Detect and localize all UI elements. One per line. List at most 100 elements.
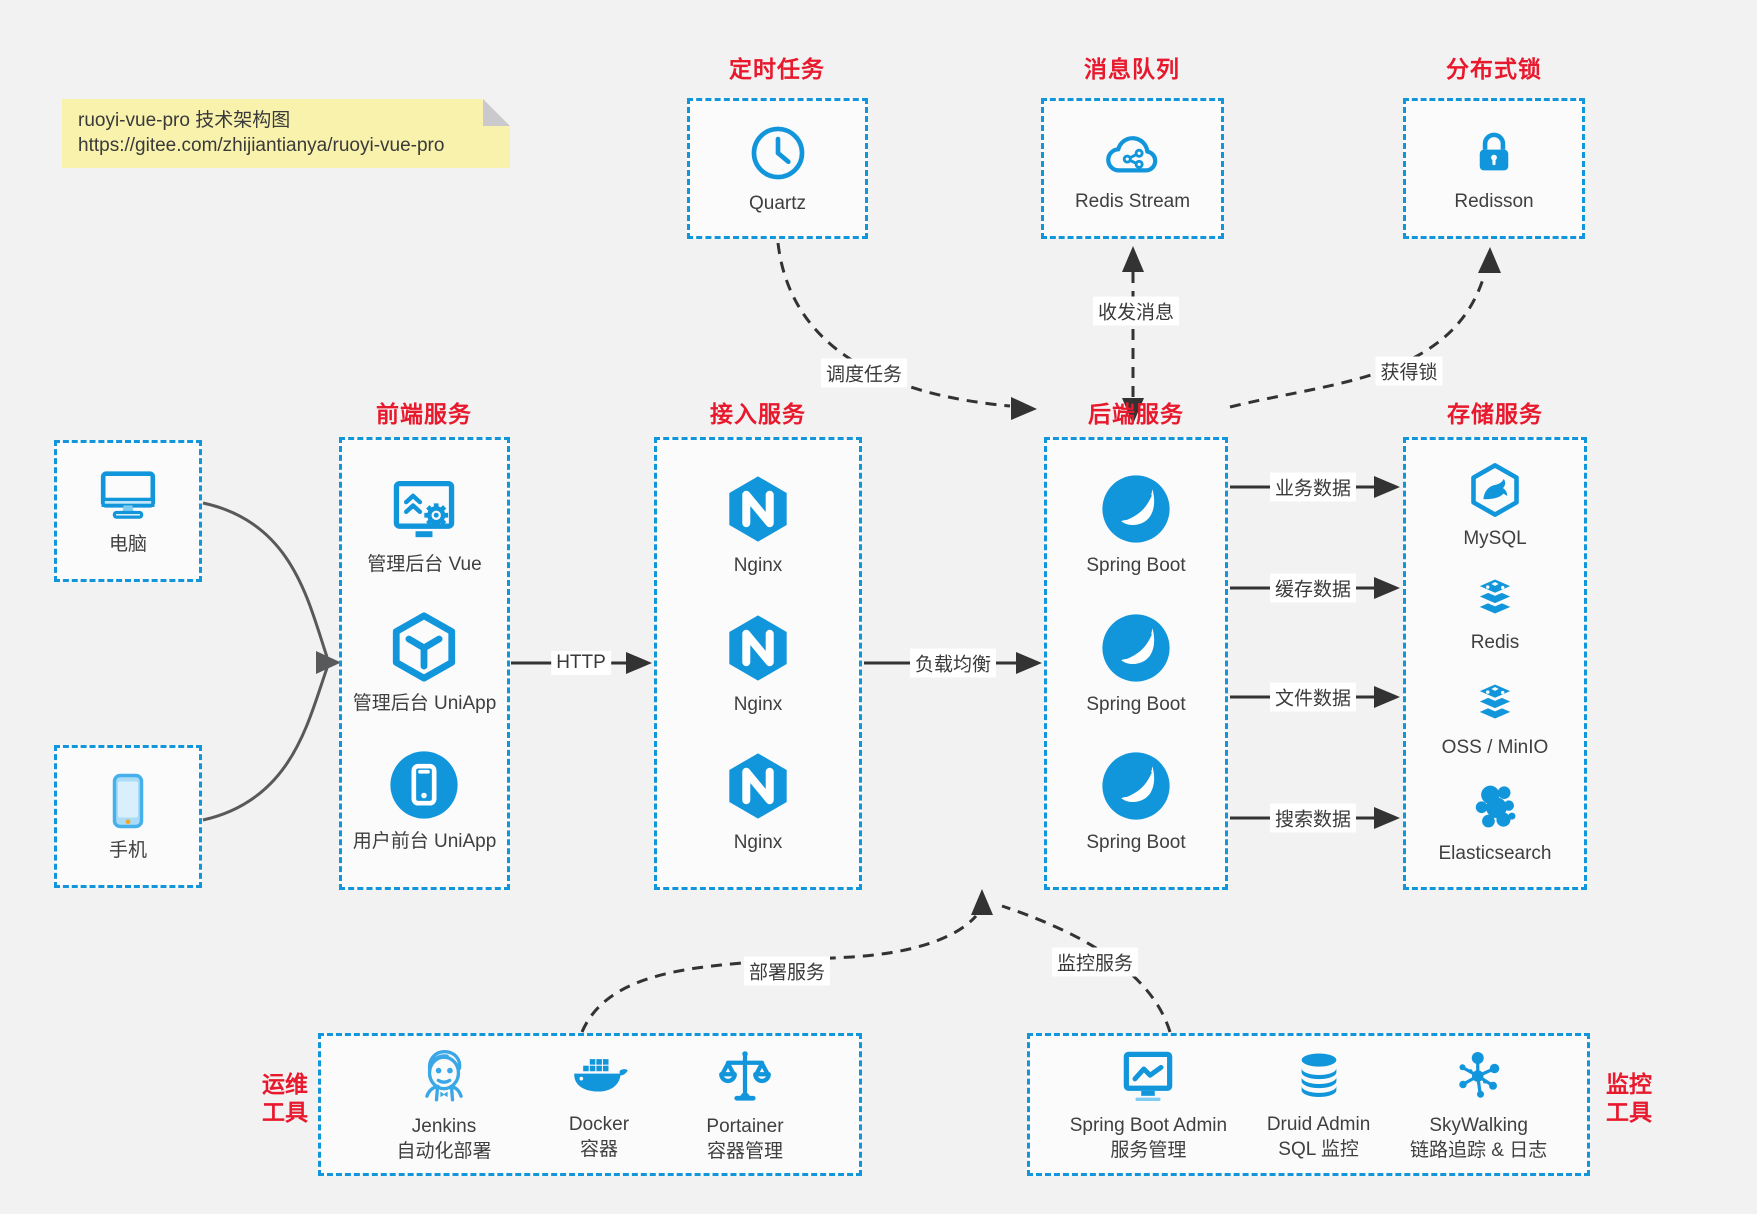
cluster-title-scheduled: 定时任务 xyxy=(729,56,825,82)
jenkins-icon xyxy=(413,1045,475,1107)
node-label: Nginx xyxy=(733,555,783,577)
cluster-title-mq: 消息队列 xyxy=(1084,56,1180,82)
uniapp-cube-icon xyxy=(387,610,461,684)
cluster-title-storage: 存储服务 xyxy=(1447,401,1543,427)
node-docker: Docker 容器 xyxy=(567,1047,631,1162)
sticky-note: ruoyi-vue-pro 技术架构图 https://gitee.com/zh… xyxy=(62,99,510,168)
node-label: Nginx xyxy=(733,693,783,715)
lock-icon xyxy=(1465,124,1523,182)
node-user-uniapp: 用户前台 UniApp xyxy=(352,748,497,854)
node-springboot-admin: Spring Boot Admin 服务管理 xyxy=(1070,1046,1227,1163)
node-springboot-1: Spring Boot xyxy=(1086,472,1186,578)
node-label: SkyWalking xyxy=(1429,1115,1528,1136)
edge-label-business-data: 业务数据 xyxy=(1269,472,1357,502)
spring-boot-icon xyxy=(1099,611,1173,685)
node-sublabel: 服务管理 xyxy=(1110,1140,1187,1161)
desktop-icon xyxy=(95,465,161,525)
node-sublabel: 自动化部署 xyxy=(396,1141,492,1162)
cluster-frontend: 管理后台 Vue 管理后台 UniApp 用户前台 UniApp xyxy=(339,437,510,890)
cluster-title-frontend: 前端服务 xyxy=(376,401,472,427)
cluster-title-monitoring: 监控 工具 xyxy=(1606,1071,1652,1125)
arrowhead-search-data xyxy=(1374,807,1400,829)
cluster-ops: Jenkins 自动化部署 Docker 容器 Portainer 容器管理 xyxy=(318,1033,862,1176)
user-uniapp-icon xyxy=(387,748,461,822)
node-label: Nginx xyxy=(733,831,783,853)
edge-label-load-balance: 负载均衡 xyxy=(909,648,997,678)
arrowhead-backend-bottom xyxy=(971,889,993,915)
note-fold-icon xyxy=(483,99,510,126)
node-label: Redisson xyxy=(1454,190,1534,212)
node-nginx-3: Nginx xyxy=(721,749,795,855)
node-label: Jenkins xyxy=(411,1116,477,1137)
edge-schedule xyxy=(776,242,1011,408)
spring-boot-icon xyxy=(1099,472,1173,546)
node-portainer: Portainer 容器管理 xyxy=(706,1045,784,1164)
edge-pc-to-frontend xyxy=(202,501,329,658)
cluster-pc: 电脑 xyxy=(54,440,202,582)
edge-mobile-to-frontend xyxy=(202,667,329,822)
node-label: 管理后台 UniApp xyxy=(352,692,497,714)
node-redisson: Redisson xyxy=(1454,124,1534,214)
edge-label-monitor: 监控服务 xyxy=(1051,947,1139,977)
nginx-icon xyxy=(721,472,795,546)
cloud-stream-icon xyxy=(1100,124,1164,182)
node-pc: 电脑 xyxy=(95,465,161,557)
cluster-mobile: 手机 xyxy=(54,745,202,888)
cluster-storage: MySQL Redis OSS / MinIO Elasticsearch xyxy=(1403,437,1587,890)
node-label: Redis xyxy=(1470,632,1520,654)
edge-label-deploy: 部署服务 xyxy=(743,956,831,986)
cluster-title-backend: 后端服务 xyxy=(1088,401,1184,427)
arrowhead-messaging-down xyxy=(1122,398,1144,424)
phone-icon xyxy=(100,771,156,831)
node-label: 管理后台 Vue xyxy=(367,553,482,575)
arrowhead-business-data xyxy=(1374,476,1400,498)
cluster-mq: Redis Stream xyxy=(1041,98,1224,239)
node-label: Spring Boot xyxy=(1086,555,1186,577)
docker-icon xyxy=(567,1047,631,1105)
edge-label-messaging: 收发消息 xyxy=(1092,296,1180,326)
redis-icon xyxy=(1466,571,1524,623)
edge-label-http: HTTP xyxy=(551,651,611,675)
node-jenkins: Jenkins 自动化部署 xyxy=(396,1045,491,1164)
node-sublabel: 链路追踪 & 日志 xyxy=(1410,1140,1548,1161)
oss-minio-icon xyxy=(1466,676,1524,728)
node-label: Quartz xyxy=(748,192,807,214)
edge-label-cache-data: 缓存数据 xyxy=(1269,573,1357,603)
arrowhead-file-data xyxy=(1374,686,1400,708)
mysql-icon xyxy=(1466,461,1524,519)
node-nginx-2: Nginx xyxy=(721,611,795,717)
node-label: 手机 xyxy=(108,839,147,861)
node-elasticsearch: Elasticsearch xyxy=(1439,780,1552,866)
edge-label-file-data: 文件数据 xyxy=(1269,682,1357,712)
arrowhead-frontend xyxy=(316,651,341,674)
skywalking-icon xyxy=(1449,1046,1509,1106)
edge-monitor xyxy=(1001,904,1172,1033)
note-title: ruoyi-vue-pro 技术架构图 xyxy=(78,110,291,131)
arrowhead-acquire-lock xyxy=(1478,247,1501,273)
cluster-scheduled: Quartz xyxy=(687,98,868,239)
node-redis-stream: Redis Stream xyxy=(1075,124,1190,214)
node-label: Spring Boot Admin xyxy=(1069,1115,1228,1136)
node-admin-uniapp: 管理后台 UniApp xyxy=(352,610,497,716)
node-label: Portainer xyxy=(706,1116,784,1137)
spring-boot-icon xyxy=(1099,749,1173,823)
node-label: Redis Stream xyxy=(1074,190,1191,212)
cluster-gateway: Nginx Nginx Nginx xyxy=(654,437,862,890)
springboot-admin-icon xyxy=(1116,1046,1180,1106)
node-mobile: 手机 xyxy=(100,771,156,863)
arrowhead-cache-data xyxy=(1374,577,1400,599)
node-sublabel: SQL 监控 xyxy=(1278,1139,1359,1160)
portainer-scales-icon xyxy=(715,1045,775,1107)
node-nginx-1: Nginx xyxy=(721,472,795,578)
node-label: Spring Boot xyxy=(1086,693,1186,715)
node-springboot-3: Spring Boot xyxy=(1086,749,1186,855)
nginx-icon xyxy=(721,749,795,823)
node-mysql: MySQL xyxy=(1463,461,1527,551)
node-label: 用户前台 UniApp xyxy=(352,831,497,853)
cluster-title-gateway: 接入服务 xyxy=(710,401,806,427)
node-skywalking: SkyWalking 链路追踪 & 日志 xyxy=(1410,1046,1547,1163)
node-sublabel: 容器 xyxy=(579,1139,618,1160)
node-label: MySQL xyxy=(1463,527,1527,549)
node-springboot-2: Spring Boot xyxy=(1086,611,1186,717)
